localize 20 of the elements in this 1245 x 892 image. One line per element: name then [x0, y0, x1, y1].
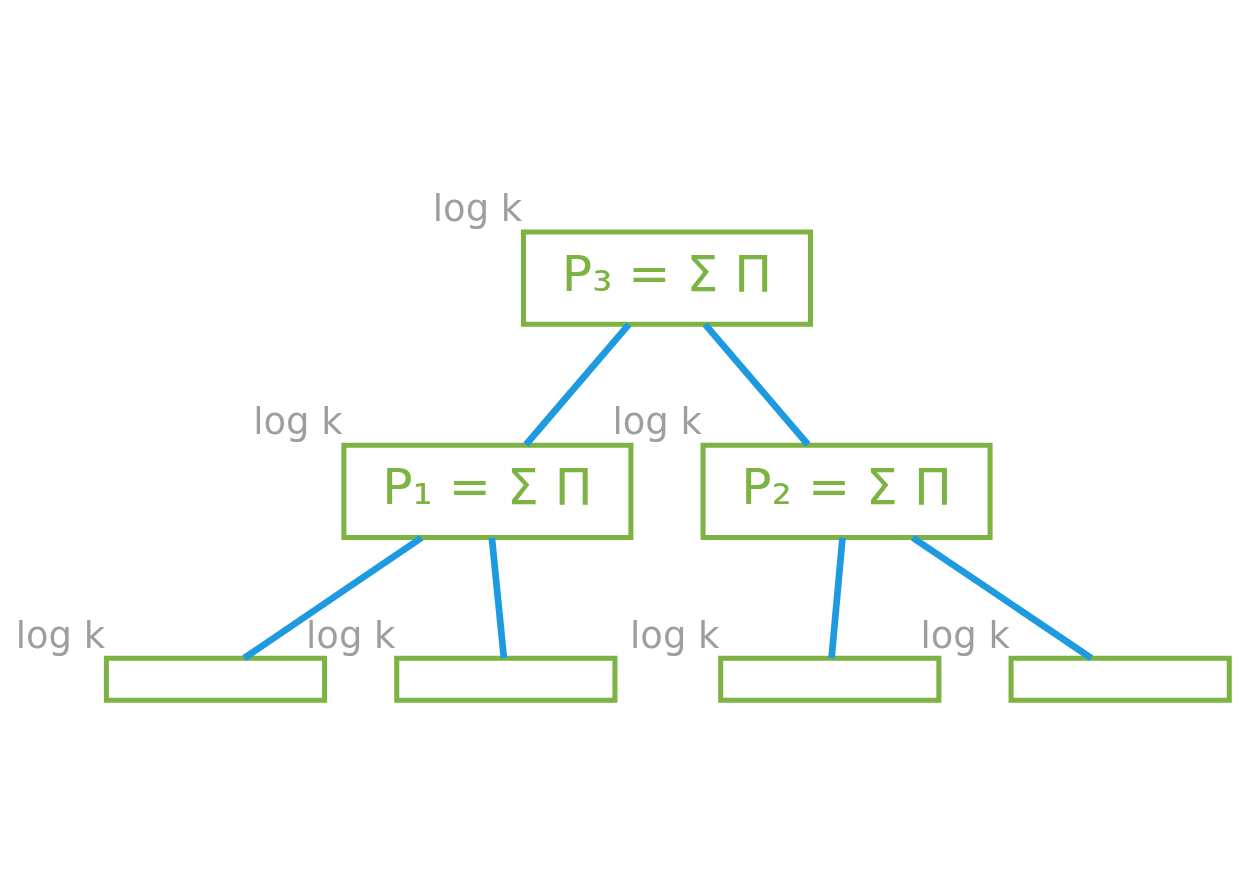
node-box — [1008, 655, 1232, 703]
node-label: log k — [253, 400, 343, 444]
node-box — [718, 655, 942, 703]
node-label: log k — [920, 613, 1010, 657]
node-box — [103, 655, 328, 703]
node-box: P₃ = Σ Π — [520, 229, 813, 327]
node-label: log k — [15, 613, 106, 657]
connector — [523, 322, 632, 447]
node-label: log k — [612, 400, 702, 444]
node-box: P₂ = Σ Π — [700, 442, 993, 540]
node-box — [394, 655, 618, 703]
connector — [828, 537, 846, 659]
node-label: log k — [630, 613, 720, 657]
connector — [488, 537, 508, 659]
node-label: log k — [432, 187, 523, 231]
node-label: log k — [306, 613, 396, 657]
connector — [702, 322, 811, 447]
connector — [910, 534, 1094, 661]
node-box: P₁ = Σ Π — [341, 442, 634, 540]
connector — [242, 534, 424, 661]
